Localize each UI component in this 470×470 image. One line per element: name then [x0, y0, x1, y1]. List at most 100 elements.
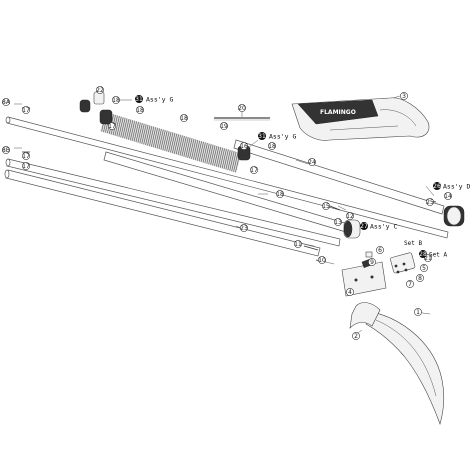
svg-text:8A: 8A [2, 99, 11, 106]
callout-p4: 4 [346, 288, 354, 296]
assembly-g-top: 31 Ass'y G [135, 95, 173, 104]
svg-text:18: 18 [112, 97, 120, 104]
svg-text:Ass'y G: Ass'y G [269, 133, 296, 141]
svg-text:Set B: Set B [404, 240, 422, 247]
middle-pole [5, 158, 341, 247]
svg-text:18: 18 [276, 191, 284, 198]
callout-p18c: 18 [180, 114, 188, 122]
svg-text:27: 27 [360, 223, 368, 230]
svg-text:24: 24 [308, 159, 316, 166]
svg-text:20: 20 [238, 105, 246, 112]
saw-blade [365, 311, 445, 425]
svg-text:17: 17 [22, 163, 30, 170]
callout-p2: 2 [352, 332, 360, 340]
callout-20: 20 [238, 104, 246, 112]
svg-text:3: 3 [402, 93, 406, 100]
callout-p16: 16 [240, 142, 248, 150]
callout-p17c: 17 [22, 162, 30, 170]
callout-p22: 22 [96, 86, 104, 94]
callout-p6: 6 [376, 246, 384, 254]
callout-p17b: 17 [22, 152, 30, 160]
callout-p18a: 18 [112, 96, 120, 104]
svg-text:28: 28 [419, 251, 427, 258]
svg-text:7: 7 [408, 281, 412, 288]
sleeve-24 [233, 139, 445, 215]
lower-pole [4, 169, 321, 257]
hook-2 [349, 302, 381, 329]
assembly-c: 27 Ass'y C [360, 222, 397, 231]
svg-text:9: 9 [370, 259, 374, 266]
callout-p8A: 8A [2, 98, 11, 106]
svg-text:26: 26 [433, 183, 441, 190]
svg-text:17: 17 [250, 167, 258, 174]
svg-text:Ass'y C: Ass'y C [370, 223, 397, 231]
svg-text:23: 23 [240, 225, 248, 232]
svg-text:8B: 8B [2, 147, 10, 154]
callout-p7: 7 [406, 280, 414, 288]
svg-text:12: 12 [346, 213, 354, 220]
cap-14 [443, 205, 465, 227]
set-b-label: Set B [404, 240, 422, 247]
rod-20 [214, 112, 270, 121]
svg-text:22: 22 [96, 87, 104, 94]
callout-p8B: 8B [2, 146, 10, 154]
svg-text:Ass'y G: Ass'y G [146, 96, 173, 104]
svg-text:31: 31 [135, 96, 143, 103]
svg-text:17: 17 [22, 153, 30, 160]
svg-text:10: 10 [318, 257, 326, 264]
callout-p17d: 17 [108, 122, 116, 130]
svg-text:5: 5 [422, 265, 426, 272]
svg-text:Set A: Set A [429, 252, 447, 259]
callout-p11: 11 [294, 240, 302, 248]
callout-p24: 24 [308, 158, 316, 166]
callout-p1: 1 [414, 308, 422, 316]
svg-text:31: 31 [258, 133, 266, 140]
callout-p15: 15 [322, 202, 330, 210]
svg-text:2: 2 [354, 333, 358, 340]
callout-p12: 12 [346, 212, 354, 220]
cap-13 [343, 219, 361, 239]
svg-text:17: 17 [108, 123, 116, 130]
svg-text:25: 25 [426, 199, 434, 206]
svg-text:Ass'y D: Ass'y D [443, 183, 470, 191]
svg-text:18: 18 [268, 143, 276, 150]
callout-p18b: 18 [136, 106, 144, 114]
callout-p18d: 18 [268, 142, 276, 150]
svg-text:21: 21 [424, 255, 432, 262]
callout-p13: 13 [334, 218, 342, 226]
callout-p19: 19 [220, 122, 228, 130]
svg-text:18: 18 [136, 107, 144, 114]
end-cap-22 [79, 91, 105, 113]
svg-text:1: 1 [416, 309, 420, 316]
svg-text:19: 19 [220, 123, 228, 130]
callout-p8: 8 [416, 274, 424, 282]
callout-p9: 9 [368, 258, 376, 266]
callout-p17c: 17 [250, 166, 258, 174]
assembly-g-mid: 31 Ass'y G [258, 132, 296, 141]
callout-p18e: 18 [276, 190, 284, 198]
svg-text:18: 18 [180, 115, 188, 122]
assembly-d: 26 Ass'y D [433, 182, 470, 191]
svg-text:15: 15 [322, 203, 330, 210]
svg-text:11: 11 [294, 241, 302, 248]
scabbard-handle [291, 97, 430, 141]
upper-pole [5, 116, 449, 239]
coupler-upper [99, 109, 113, 125]
svg-text:4: 4 [348, 289, 352, 296]
svg-text:8: 8 [418, 275, 422, 282]
svg-text:17: 17 [22, 107, 30, 114]
svg-text:16: 16 [240, 143, 248, 150]
callout-p10: 10 [318, 256, 326, 264]
set-a-label: 28 Set A [419, 250, 447, 259]
callout-p17a: 17 [22, 106, 30, 114]
callout-3: 3 [400, 92, 408, 100]
svg-text:6: 6 [378, 247, 382, 254]
set-a-hardware [390, 252, 416, 274]
brand-logo-text: FLAMINGO [320, 109, 356, 116]
svg-text:14: 14 [444, 193, 452, 200]
callout-p14: 14 [444, 192, 452, 200]
callout-p23: 23 [240, 224, 248, 232]
